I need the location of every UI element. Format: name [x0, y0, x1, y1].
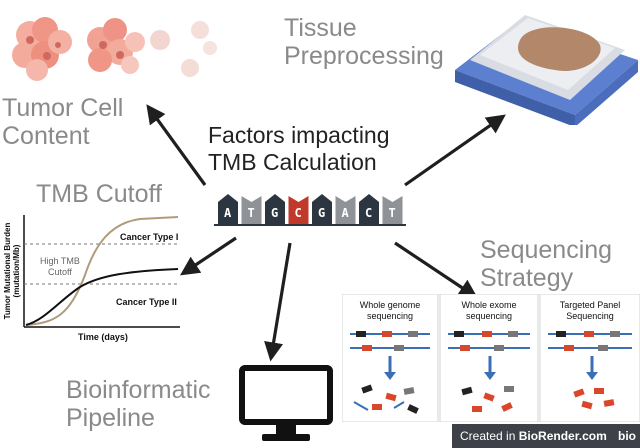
dna-base-block [265, 194, 285, 224]
biorender-logo: bio [618, 429, 636, 443]
dna-base-letter: G [318, 206, 326, 220]
tmb-cutoff-label: TMB Cutoff [36, 180, 162, 208]
tmb-ylabel: Tumor Mutational Burden(mutation/Mb) [3, 222, 21, 320]
footer-brand: BioRender.com [518, 429, 607, 443]
cancer-type-1-curve [25, 216, 179, 326]
arrow-to-tmb-cutoff [180, 236, 237, 276]
arrow-to-tissue [404, 114, 506, 187]
tmb-xlabel: Time (days) [78, 332, 128, 342]
dna-base-letter: G [271, 206, 279, 220]
tissue-slide-illustration [455, 15, 638, 125]
arrow-to-sequencing [394, 241, 478, 299]
dna-base-block [312, 194, 332, 224]
dna-base-block [382, 196, 403, 224]
dna-strand [214, 194, 406, 226]
cancer-type-2-label: Cancer Type II [116, 297, 177, 307]
arrow-to-bioinformatic [264, 242, 292, 362]
biorender-footer[interactable]: Created in BioRender.com bio [452, 424, 640, 448]
tumor-cells-illustration [12, 17, 217, 81]
dna-base-letter: A [224, 206, 232, 220]
dna-base-block [335, 196, 356, 224]
dna-base-letter: T [388, 206, 396, 220]
footer-prefix: Created in [460, 429, 516, 443]
tmb-cutoff-chart [23, 215, 180, 328]
arrow-to-tumor-cell [146, 104, 207, 186]
cancer-type-1-label: Cancer Type I [120, 232, 179, 242]
dna-base-block [288, 196, 309, 224]
dna-base-letter: C [365, 206, 373, 220]
dna-base-block [359, 194, 379, 224]
dna-base-letter: T [247, 206, 255, 220]
cancer-type-2-curve [25, 268, 179, 326]
monitor-icon [239, 365, 333, 441]
dna-base-letter: C [294, 206, 302, 220]
dna-base-block [218, 194, 238, 224]
dna-base-block [241, 196, 262, 224]
dna-base-letter: A [341, 206, 349, 220]
